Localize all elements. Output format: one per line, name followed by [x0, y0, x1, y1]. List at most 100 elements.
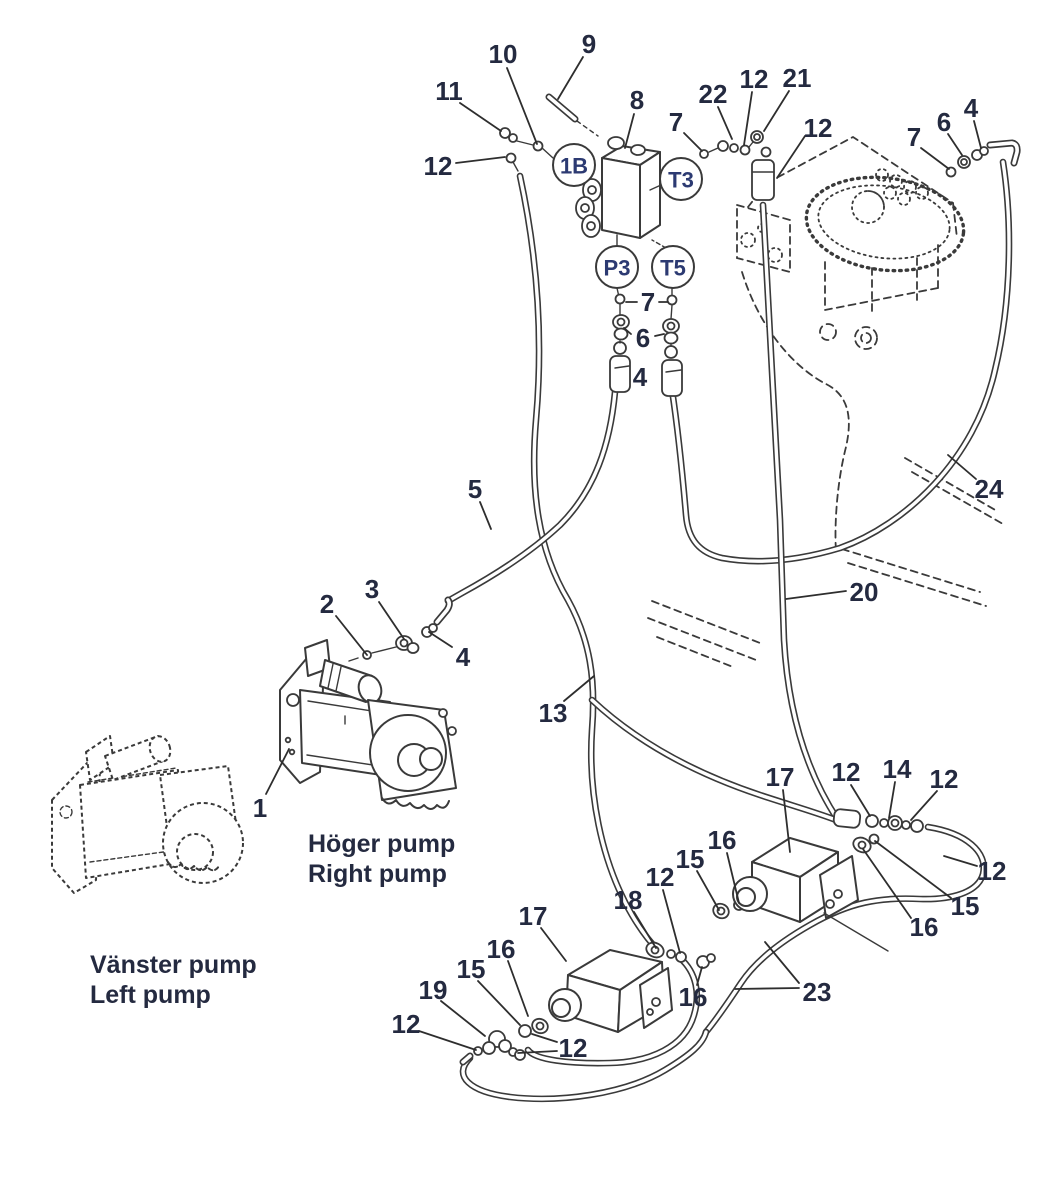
callout-label-3-21: 3 [365, 574, 379, 604]
hose-feeder [588, 696, 840, 824]
leader-line [540, 927, 567, 962]
port-circle-P3: P3 [595, 245, 639, 289]
valve-block-ports [575, 136, 646, 238]
hose-bottom-inner-core [526, 956, 699, 1065]
leader-line [335, 615, 368, 656]
leader-line [763, 90, 790, 132]
hose-23-core [704, 825, 986, 1034]
right-pump-caption-line2: Right pump [308, 860, 447, 888]
leader-line [633, 911, 657, 949]
callout-label-11-2: 11 [435, 76, 463, 106]
callout-label-14-26: 14 [883, 754, 912, 784]
hose-13-core [518, 174, 660, 952]
callout-label-21-8: 21 [783, 63, 812, 93]
leader-line [947, 133, 963, 156]
callout-label-17-24: 17 [766, 762, 795, 792]
leader-line [455, 156, 506, 164]
leader-line [623, 327, 632, 335]
leader-line [531, 1033, 558, 1043]
port-circle-T3: T3 [659, 157, 703, 201]
leader-line [557, 56, 584, 100]
callout-label-4-22: 4 [456, 642, 471, 672]
leader-line [563, 675, 595, 702]
tank-bolt-cluster [875, 168, 929, 206]
callout-label-12-28: 12 [978, 856, 1007, 886]
leader-line [888, 781, 896, 819]
hose-5-core [446, 390, 617, 603]
callout-label-7-10: 7 [907, 122, 921, 152]
leader-line [776, 135, 806, 179]
leader-line [265, 748, 290, 795]
hose-23 [702, 823, 987, 1036]
callout-label-24-17: 24 [975, 474, 1004, 504]
leader-line [440, 1000, 486, 1037]
callout-label-23-42: 23 [803, 977, 832, 1007]
hose-runs [444, 158, 1013, 1103]
callout-label-13-19: 13 [539, 698, 568, 728]
leader-line [850, 784, 871, 817]
leader-line [459, 102, 502, 132]
callout-label-2-20: 2 [320, 589, 334, 619]
leader-line [726, 852, 740, 904]
callout-label-16-41: 16 [679, 982, 708, 1012]
callout-label-10-1: 10 [489, 39, 518, 69]
leader-line [910, 790, 938, 821]
leader-line [717, 106, 733, 140]
hose-13 [516, 172, 662, 954]
hose-bottom-outer-core [461, 1030, 708, 1101]
leader-line [418, 1030, 477, 1051]
callout-label-4-12: 4 [964, 93, 979, 123]
leader-line [785, 590, 847, 600]
leader-line [507, 960, 529, 1017]
callout-label-12-7: 12 [740, 64, 769, 94]
leader-line [973, 120, 982, 149]
hose-24-core [670, 160, 1011, 563]
callout-label-4-15: 4 [633, 362, 648, 392]
callout-label-6-11: 6 [937, 107, 951, 137]
leader-line [862, 848, 912, 919]
callout-label-16-31: 16 [708, 825, 737, 855]
leader-line [662, 889, 681, 954]
leader-line [920, 147, 950, 170]
left-gearbox-drawing [548, 949, 673, 1033]
callout-label-8-4: 8 [630, 85, 644, 115]
fittings [348, 127, 1021, 1066]
leader-line [517, 1050, 558, 1054]
leader-line [696, 870, 720, 911]
leader-line [683, 132, 703, 152]
callout-label-18-34: 18 [614, 885, 643, 915]
callout-label-19-38: 19 [419, 975, 448, 1005]
callout-label-5-16: 5 [468, 474, 482, 504]
leader-line [506, 67, 538, 145]
callout-label-16-30: 16 [910, 912, 939, 942]
callout-label-12-9: 12 [804, 113, 833, 143]
port-circle-outline [651, 245, 695, 289]
left-pump-drawing [51, 735, 244, 894]
hose-24 [668, 158, 1013, 565]
callout-label-12-27: 12 [930, 764, 959, 794]
right-gearbox-drawing [732, 837, 889, 952]
port-circle-outline [552, 143, 596, 187]
callout-label-12-40: 12 [559, 1033, 588, 1063]
right-pump-drawing [279, 639, 457, 810]
leader-line [477, 980, 521, 1026]
callout-label-17-35: 17 [519, 901, 548, 931]
port-circle-outline [595, 245, 639, 289]
leader-line [479, 501, 492, 530]
right-pump-caption-line1: Höger pump [308, 830, 455, 858]
left-pump-caption-line1: Vänster pump [90, 951, 257, 979]
leader-line [743, 91, 753, 146]
callout-label-22-6: 22 [699, 79, 728, 109]
hose-20 [759, 201, 842, 824]
callout-label-1-23: 1 [253, 793, 267, 823]
callout-label-15-37: 15 [457, 954, 486, 984]
leader-line [378, 601, 405, 640]
callout-label-12-39: 12 [392, 1009, 421, 1039]
leader-line [696, 966, 703, 986]
leader-lines [265, 56, 982, 1054]
leader-line [654, 333, 665, 337]
leader-line [782, 789, 791, 853]
